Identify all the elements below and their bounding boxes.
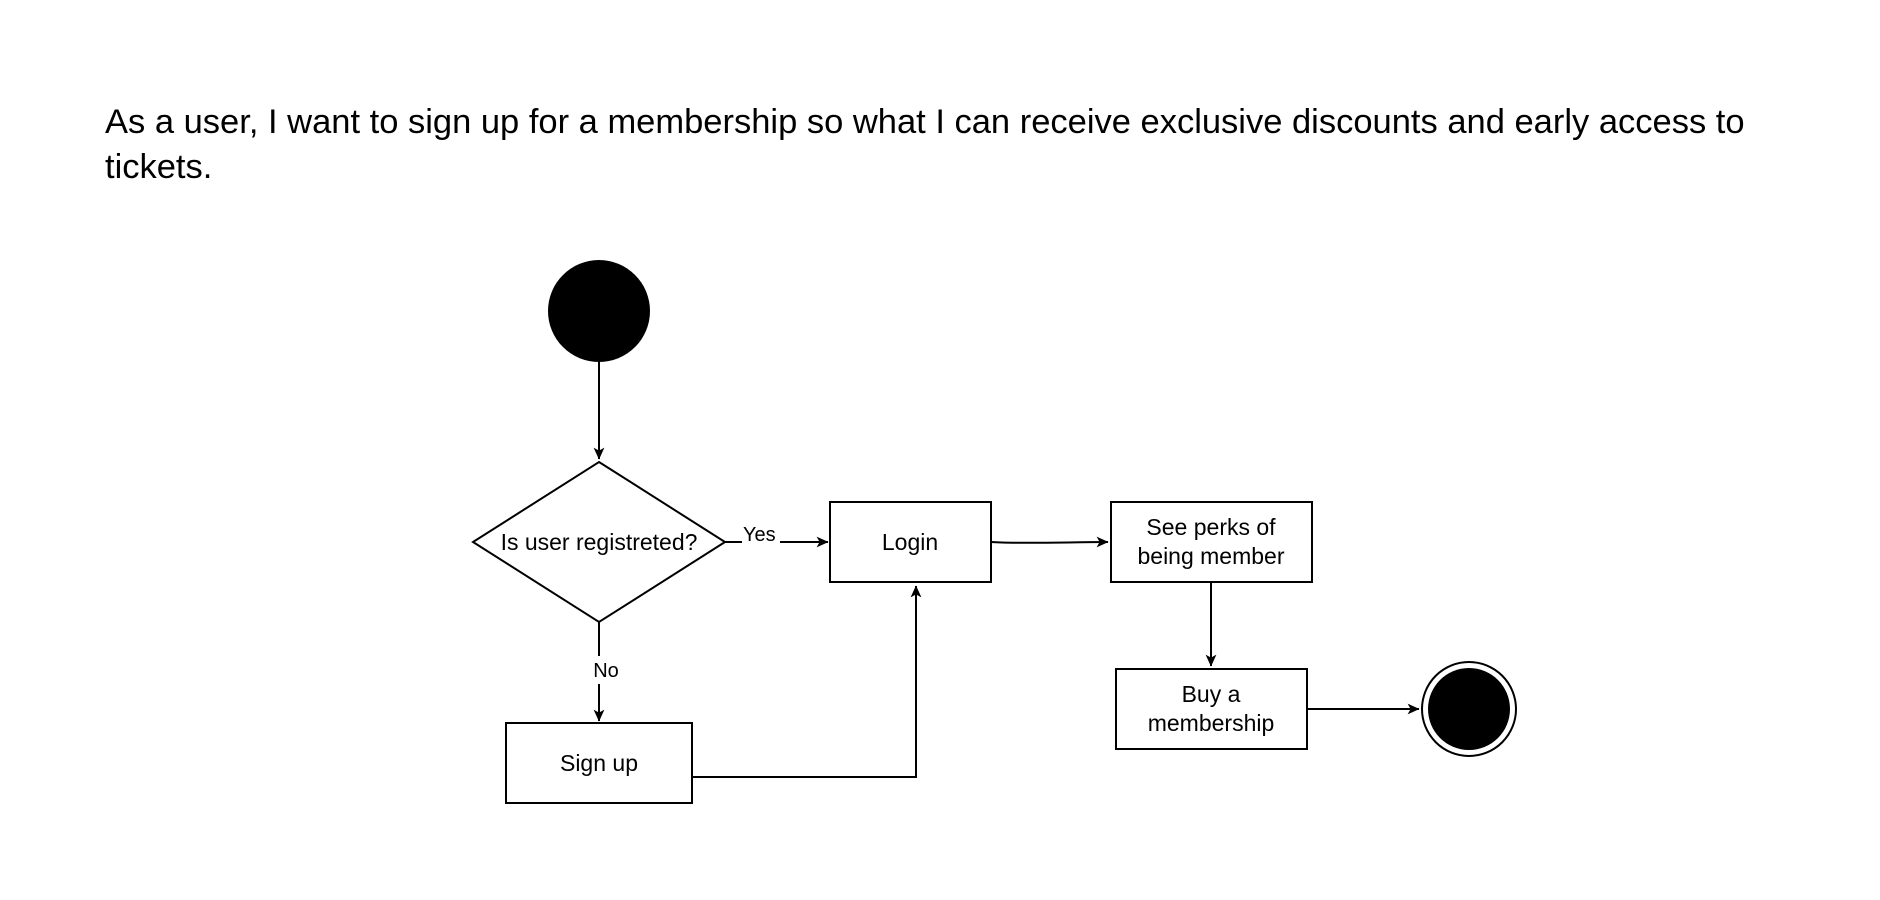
end-node bbox=[1421, 661, 1517, 757]
perks-label-line1: See perks of bbox=[1146, 514, 1276, 540]
buy-label-line2: membership bbox=[1148, 710, 1275, 736]
signup-node: Sign up bbox=[505, 722, 693, 804]
buy-label-line1: Buy a bbox=[1182, 681, 1241, 707]
buy-membership-node: Buy a membership bbox=[1115, 668, 1308, 750]
decision-label: Is user registreted? bbox=[501, 529, 698, 555]
decision-node: Is user registreted? bbox=[471, 460, 727, 624]
edge-signup-to-login bbox=[692, 585, 922, 778]
yes-label: Yes bbox=[743, 524, 776, 546]
signup-label: Sign up bbox=[560, 750, 638, 776]
edge-login-to-perks bbox=[990, 536, 1109, 548]
login-label: Login bbox=[882, 529, 938, 555]
start-node bbox=[548, 260, 650, 362]
perks-node: See perks of being member bbox=[1110, 501, 1313, 583]
no-label: No bbox=[593, 660, 619, 682]
login-node: Login bbox=[829, 501, 992, 583]
user-story-text: As a user, I want to sign up for a membe… bbox=[105, 103, 1745, 186]
perks-label-line2: being member bbox=[1137, 543, 1284, 569]
